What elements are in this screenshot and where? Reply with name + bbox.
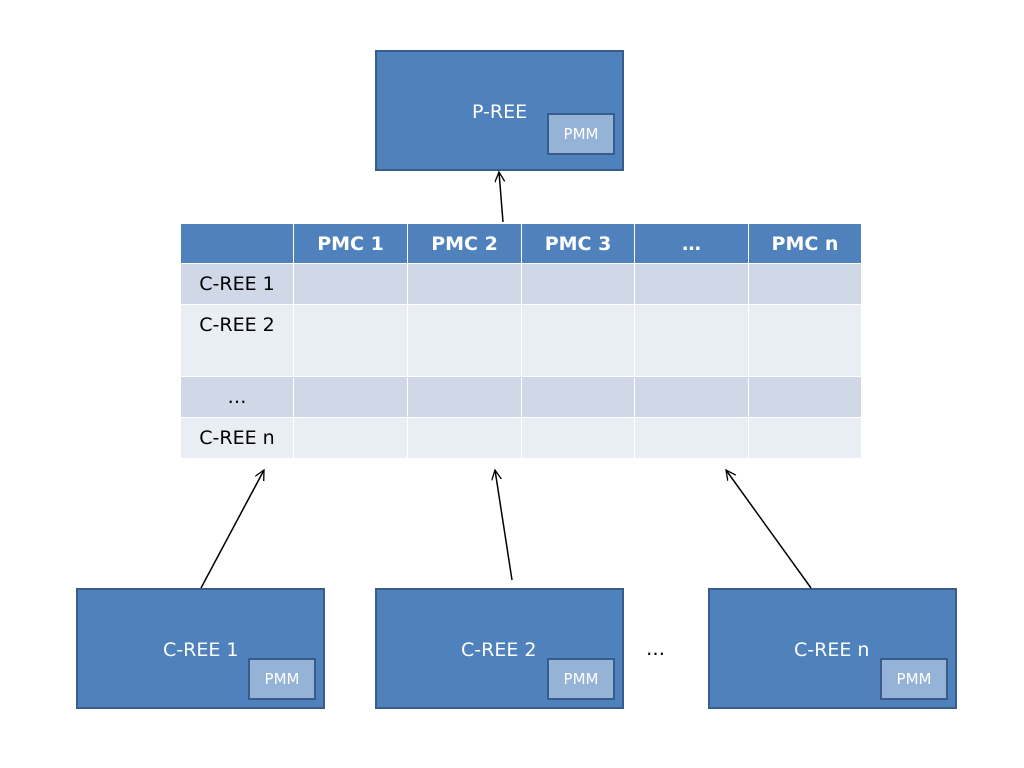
column-header-pmc-2: PMC 2 bbox=[407, 223, 522, 264]
column-header-ellipsis: … bbox=[634, 223, 749, 264]
table-cell bbox=[521, 263, 635, 305]
table-corner-cell bbox=[180, 223, 294, 264]
table-cell bbox=[521, 304, 635, 377]
table-row: C-REE 1 bbox=[180, 263, 862, 305]
table-cell bbox=[407, 304, 522, 377]
table-row: C-REE 2 bbox=[180, 304, 862, 377]
table-header-row: PMC 1 PMC 2 PMC 3 … PMC n bbox=[180, 223, 862, 264]
table-cell bbox=[634, 263, 749, 305]
table-cell bbox=[293, 304, 408, 377]
table-cell bbox=[407, 263, 522, 305]
p-ree-box: P-REE PMM bbox=[375, 50, 624, 171]
c-ree-1-box: C-REE 1 PMM bbox=[76, 588, 325, 709]
table-cell bbox=[748, 417, 862, 459]
arrow-c-ree-1-to-table bbox=[200, 470, 264, 589]
arrow-table-to-p-ree bbox=[499, 172, 503, 223]
p-ree-pmm: PMM bbox=[547, 113, 615, 155]
table-cell bbox=[748, 263, 862, 305]
table-row: … bbox=[180, 376, 862, 418]
table-cell bbox=[293, 417, 408, 459]
c-ree-1-label: C-REE 1 bbox=[163, 639, 239, 661]
table-cell bbox=[407, 417, 522, 459]
c-ree-n-label: C-REE n bbox=[794, 639, 870, 661]
table-cell bbox=[748, 376, 862, 418]
c-ree-2-pmm: PMM bbox=[547, 658, 615, 700]
row-header-ellipsis: … bbox=[180, 376, 294, 418]
table-cell bbox=[748, 304, 862, 377]
column-header-pmc-3: PMC 3 bbox=[521, 223, 635, 264]
c-ree-2-box: C-REE 2 PMM bbox=[375, 588, 624, 709]
c-ree-n-pmm: PMM bbox=[880, 658, 948, 700]
arrow-c-ree-n-to-table bbox=[726, 470, 812, 589]
c-ree-2-label: C-REE 2 bbox=[461, 639, 537, 661]
table-cell bbox=[634, 304, 749, 377]
table-cell bbox=[293, 263, 408, 305]
table-cell bbox=[634, 417, 749, 459]
table-cell bbox=[521, 417, 635, 459]
table-cell bbox=[293, 376, 408, 418]
c-ree-1-pmm: PMM bbox=[248, 658, 316, 700]
c-ree-n-box: C-REE n PMM bbox=[708, 588, 957, 709]
arrow-c-ree-2-to-table bbox=[495, 470, 513, 581]
pmc-table: PMC 1 PMC 2 PMC 3 … PMC n C-REE 1 C-REE … bbox=[180, 223, 862, 459]
p-ree-label: P-REE bbox=[472, 101, 528, 123]
between-boxes-ellipsis: … bbox=[646, 638, 665, 660]
row-header-c-ree-2: C-REE 2 bbox=[180, 304, 294, 377]
table-cell bbox=[521, 376, 635, 418]
table-row: C-REE n bbox=[180, 417, 862, 459]
column-header-pmc-n: PMC n bbox=[748, 223, 862, 264]
